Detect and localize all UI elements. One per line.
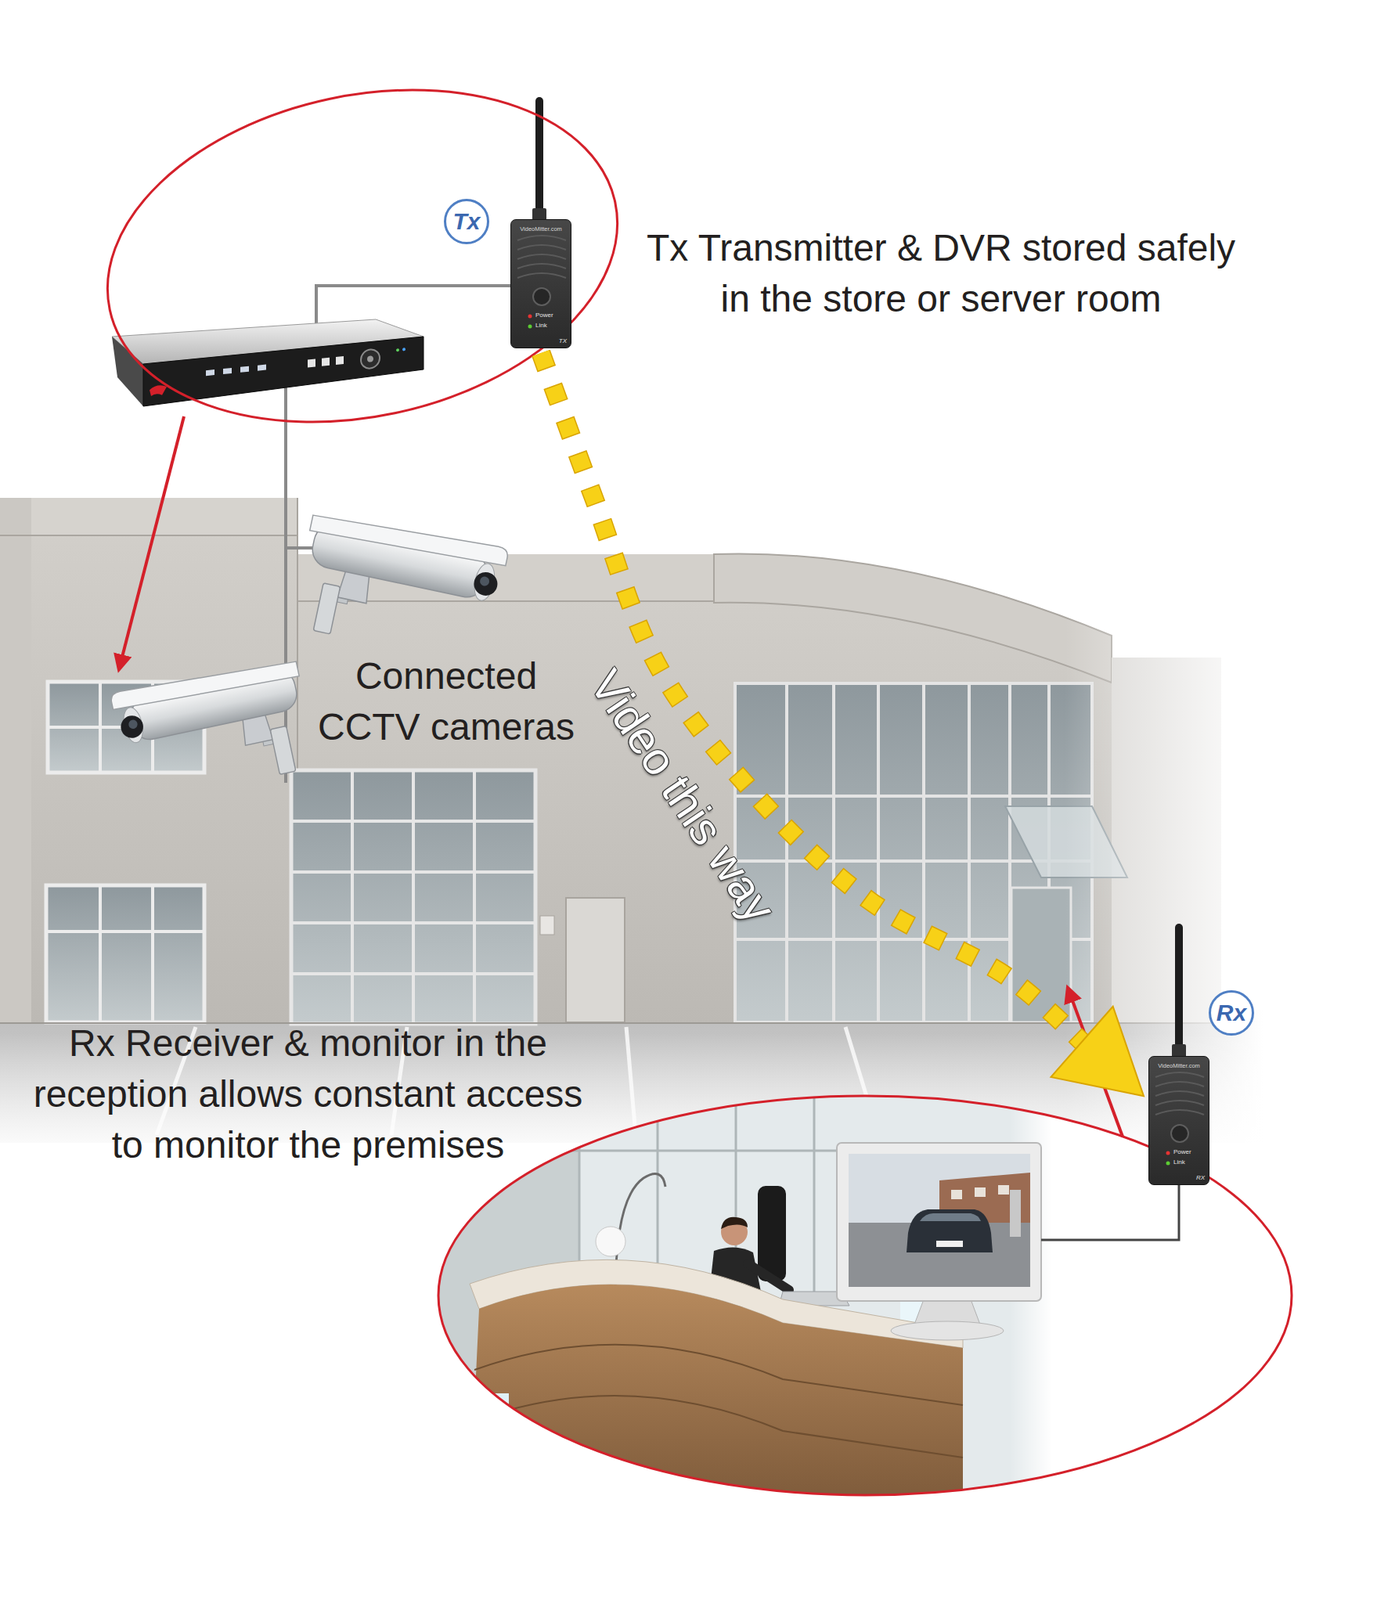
rx-badge: Rx	[1208, 990, 1255, 1036]
monitor	[836, 1142, 1042, 1341]
device-ripple	[517, 245, 566, 250]
dvr-recorder	[111, 336, 144, 407]
building-photo	[565, 897, 625, 1023]
device-ripple	[517, 235, 566, 241]
dvr-recorder	[367, 355, 374, 363]
led-label: Power	[1173, 1149, 1192, 1156]
dvr-recorder	[111, 319, 424, 407]
tx-badge: Tx	[443, 198, 490, 245]
unit-code: RX	[1196, 1175, 1205, 1182]
device-ripple	[1155, 1072, 1204, 1078]
power-led	[1166, 1151, 1171, 1156]
cctv-camera	[289, 507, 509, 667]
video-link-arrow	[540, 353, 1144, 1096]
dvr-recorder	[149, 384, 167, 397]
cctv-camera	[109, 654, 318, 806]
monitor	[848, 1153, 1031, 1287]
device-ripple	[1155, 1091, 1204, 1096]
caption-text: Rx Receiver & monitor in the reception a…	[20, 1017, 596, 1171]
device-ripple	[1155, 1100, 1204, 1106]
building-photo	[540, 915, 555, 935]
building-photo	[291, 770, 536, 1024]
caption-text: Connected CCTV cameras	[313, 650, 580, 753]
dvr-recorder	[205, 369, 215, 376]
building-photo	[0, 469, 1395, 1175]
dash-line	[540, 353, 1082, 1042]
building-photo	[291, 770, 536, 1024]
link-led	[1166, 1161, 1171, 1166]
monitor	[890, 1321, 1004, 1341]
badge-text: Tx	[452, 209, 480, 234]
transmitter-unit: VideoMitter.comPowerLinkTX	[510, 219, 572, 349]
building-photo	[1011, 887, 1071, 1023]
unit-code: TX	[558, 338, 567, 345]
dvr-recorder	[149, 346, 406, 397]
monitor	[951, 1185, 1010, 1200]
caption-text: Tx Transmitter & DVR stored safely in th…	[635, 222, 1247, 325]
monitor	[936, 1240, 963, 1248]
dvr-recorder	[223, 367, 232, 375]
brand-text: VideoMitter.com	[511, 226, 571, 233]
device-ripple	[1155, 1081, 1204, 1087]
dash-outline	[540, 353, 1082, 1042]
dvr-recorder	[321, 357, 330, 367]
led-label: Link	[535, 322, 548, 329]
device-face	[1149, 1056, 1211, 1186]
brand-text: VideoMitter.com	[1149, 1063, 1209, 1070]
dvr-recorder	[335, 356, 344, 365]
reception-photo	[469, 1393, 509, 1507]
badge-text: Rx	[1216, 1001, 1247, 1025]
building-photo	[713, 553, 1112, 683]
reception-photo	[595, 1226, 626, 1257]
monitor	[836, 1142, 1042, 1302]
monitor	[906, 1209, 993, 1253]
monitor	[919, 1213, 981, 1222]
led-label: Link	[1173, 1159, 1186, 1166]
device-face	[511, 219, 573, 350]
building-photo	[713, 553, 1112, 1024]
reception-photo	[469, 1284, 963, 1507]
reception-photo	[422, 1092, 1065, 1507]
building-photo	[0, 497, 298, 1024]
building-photo	[46, 885, 205, 1023]
pointer-arrow	[118, 416, 184, 670]
device-button	[533, 288, 551, 306]
device-ripple	[1155, 1110, 1204, 1115]
region-outline	[76, 45, 649, 467]
dvr-recorder	[257, 364, 267, 372]
building-photo	[0, 497, 32, 1024]
link-led	[528, 324, 533, 329]
dvr-recorder	[402, 347, 406, 351]
signal-wire	[284, 387, 288, 783]
monitor	[1009, 1189, 1021, 1237]
reception-photo	[474, 1344, 963, 1458]
reception-photo	[422, 1092, 1316, 1507]
device-ripple	[517, 273, 566, 278]
dvr-recorder	[396, 348, 400, 352]
building-photo	[0, 534, 298, 537]
receiver-unit: VideoMitter.comPowerLinkRX	[1148, 1056, 1210, 1186]
signal-wire	[285, 546, 317, 550]
arrow-head	[1051, 1006, 1144, 1096]
edge-label: Video this way	[579, 660, 786, 932]
dvr-recorder	[240, 366, 249, 373]
reception-photo	[747, 1263, 790, 1291]
monitor	[914, 1299, 981, 1325]
signal-wire	[1041, 1185, 1179, 1240]
led-label: Power	[535, 312, 554, 319]
device-ripple	[517, 254, 566, 260]
antenna	[1175, 923, 1183, 1049]
power-led	[528, 314, 533, 319]
dvr-recorder	[307, 358, 316, 368]
building-photo	[46, 885, 205, 1023]
reception-photo	[720, 1217, 748, 1230]
device-button	[1171, 1124, 1189, 1143]
building-photo	[0, 497, 298, 536]
device-ripple	[517, 263, 566, 269]
dvr-recorder	[360, 348, 380, 369]
